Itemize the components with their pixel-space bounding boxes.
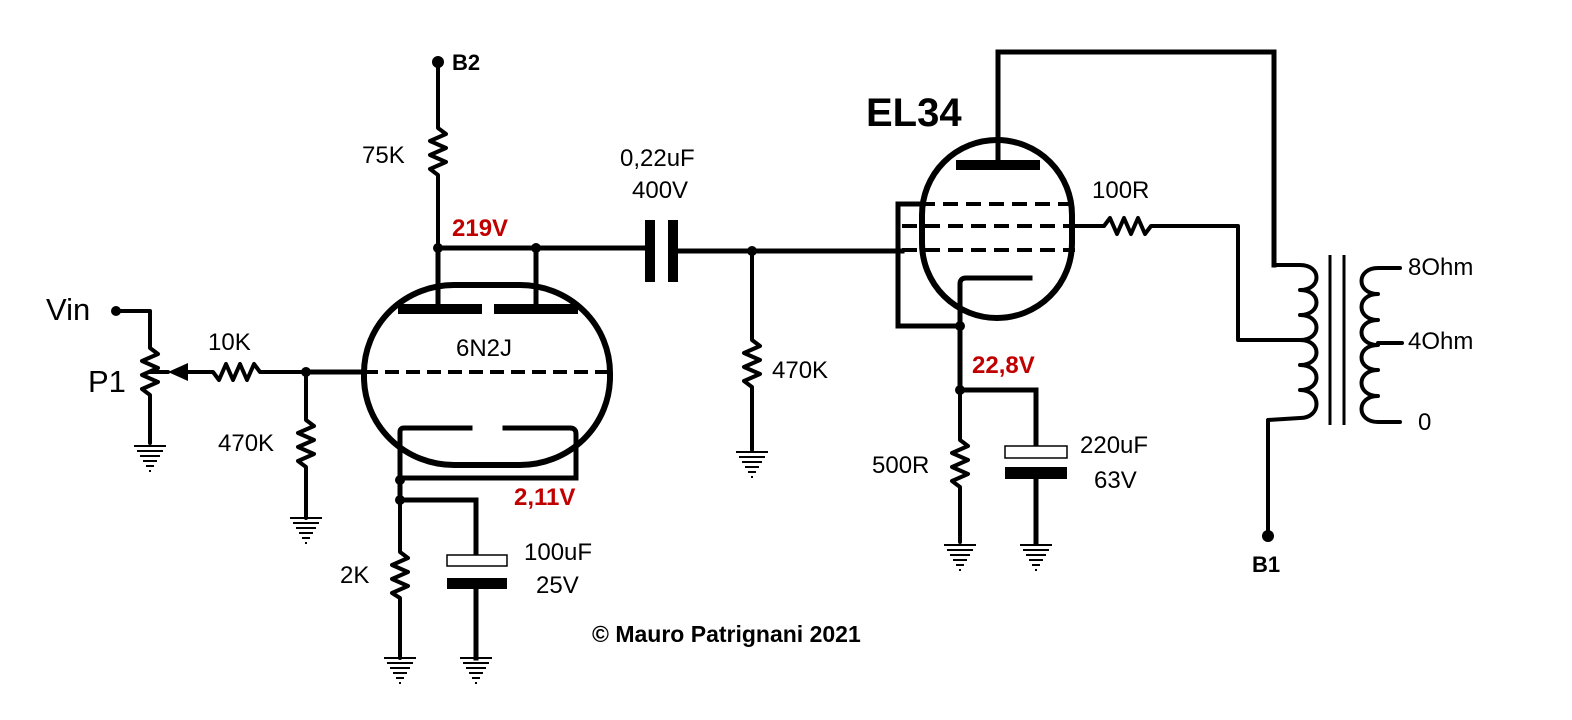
output-cathode [957, 275, 1033, 348]
tap-0: 0 [1418, 409, 1431, 436]
cathode-cap-plate-bottom [447, 578, 507, 589]
pot-label: P1 [88, 364, 126, 399]
driver-cathode-voltage: 2,11V [514, 484, 575, 511]
driver-cathode-1 [397, 425, 473, 481]
driver-plate-2 [494, 304, 578, 314]
output-transformer: 8Ohm 4Ohm 0 B1 [1252, 254, 1473, 577]
grid-stop-label: 10K [208, 329, 251, 356]
cathode-cap-value: 100uF [524, 539, 592, 566]
output-stage: EL34 22,8V 500R 220uF 63V 100R [866, 49, 1302, 571]
cathode-cap-plate-top [446, 554, 508, 567]
driver-cathode-2 [397, 425, 579, 481]
output-cathode-cap-bottom [1005, 467, 1067, 479]
output-grid-resistor [742, 249, 762, 452]
input-potentiometer [114, 309, 160, 445]
primary-winding [1266, 263, 1319, 534]
cathode-resistor-label: 2K [340, 562, 369, 589]
driver-plate-voltage: 219V [452, 215, 508, 242]
output-tube-type: EL34 [866, 91, 962, 135]
output-cathode-cap-top [1004, 445, 1068, 459]
grid-stop-arrow [168, 363, 188, 381]
screen-resistor [1073, 216, 1302, 342]
cathode-resistor [390, 498, 410, 660]
output-plate [956, 160, 1040, 170]
tap-4-ohm: 4Ohm [1408, 328, 1473, 355]
driver-tube-type: 6N2J [456, 335, 512, 362]
coupling-cap-plate-2 [668, 220, 678, 282]
output-cathode-cap-voltage: 63V [1094, 467, 1137, 494]
grid-leak-resistor [296, 370, 316, 520]
output-cathode-resistor [950, 388, 970, 544]
output-cathode-junction [955, 321, 965, 331]
grid-stop-resistor [184, 362, 308, 382]
coupling-cap-voltage: 400V [632, 177, 688, 204]
driver-plate-1 [398, 304, 482, 314]
output-cathode-cap-value: 220uF [1080, 432, 1148, 459]
b2-label: B2 [452, 50, 480, 75]
coupling-cap-value: 0,22uF [620, 145, 695, 172]
driver-tube-envelope [361, 282, 613, 468]
coupling-cap-plate-1 [645, 220, 655, 282]
cathode-cap-voltage: 25V [536, 572, 579, 599]
cathode-junction [395, 475, 405, 485]
copyright-notice: © Mauro Patrignani 2021 [592, 621, 861, 647]
tap-8-ohm: 8Ohm [1408, 254, 1473, 281]
vin-label: Vin [46, 292, 90, 327]
screen-resistor-label: 100R [1092, 177, 1149, 204]
coupling-stage: 0,22uF 400V 470K [620, 145, 905, 478]
output-grid-resistor-label: 470K [772, 357, 828, 384]
plate-resistor [428, 62, 448, 250]
b1-label: B1 [1252, 552, 1280, 577]
grid-leak-label: 470K [218, 430, 274, 457]
b1-terminal [1262, 530, 1274, 542]
plate-resistor-label: 75K [362, 142, 405, 169]
driver-stage: B2 75K 219V 6N2J 2,11V 2K [46, 50, 648, 684]
output-cathode-resistor-label: 500R [872, 452, 929, 479]
output-cathode-voltage: 22,8V [972, 352, 1035, 379]
